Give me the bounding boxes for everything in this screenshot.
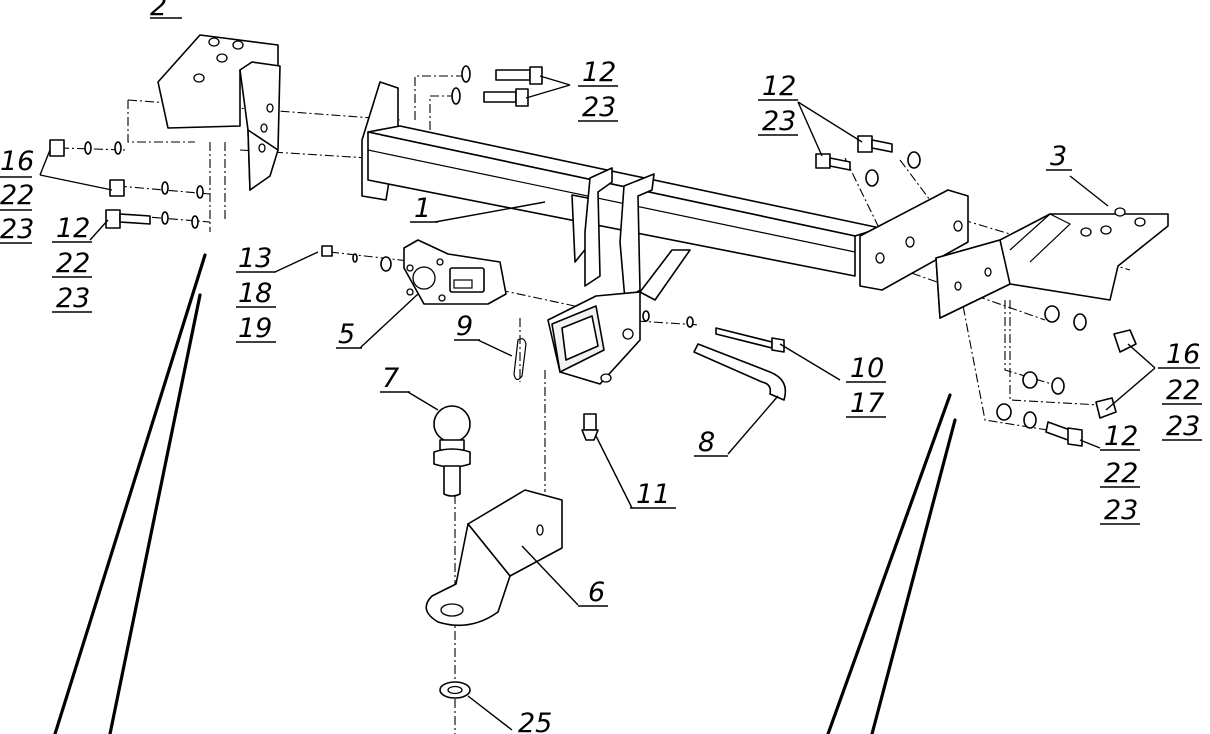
label-25: 25 <box>518 708 552 734</box>
label-23-left: 23 <box>0 214 34 245</box>
label-16-right: 16 <box>1166 339 1200 370</box>
label-17: 17 <box>850 388 884 419</box>
left-mounting-bracket <box>157 34 281 191</box>
bolt-11 <box>581 413 599 441</box>
retaining-clip <box>513 338 527 381</box>
label-16-left: 16 <box>0 146 34 177</box>
label-12-left-bolt: 12 <box>56 213 90 244</box>
label-3: 3 <box>1050 141 1067 172</box>
label-22-left-bolt: 22 <box>56 248 90 279</box>
washer-25 <box>439 681 471 699</box>
label-9: 9 <box>456 311 473 342</box>
label-22-left: 22 <box>0 180 34 211</box>
label-2: 2 <box>150 0 167 22</box>
label-23-right-bolt: 23 <box>1104 495 1138 526</box>
label-10: 10 <box>850 353 884 384</box>
label-8: 8 <box>698 427 715 458</box>
leader-lines <box>39 17 1156 731</box>
label-19: 19 <box>238 313 272 344</box>
label-1: 1 <box>414 193 431 224</box>
label-23-left-bolt: 23 <box>56 283 90 314</box>
label-11: 11 <box>636 479 670 510</box>
label-underlines <box>0 85 1202 607</box>
label-6: 6 <box>588 577 605 608</box>
label-7: 7 <box>382 363 399 394</box>
right-mounting-bracket <box>935 207 1169 319</box>
label-23-top: 23 <box>582 92 616 123</box>
hitch-pin <box>693 343 787 401</box>
bolt-10 <box>715 327 785 353</box>
label-5: 5 <box>338 319 355 350</box>
main-crossbar <box>361 81 969 385</box>
label-13: 13 <box>238 243 272 274</box>
ball-mount-drawbar <box>425 489 563 627</box>
tow-ball <box>433 405 471 497</box>
label-12-right-bolt: 12 <box>1104 421 1138 452</box>
label-23-right: 23 <box>1166 411 1200 442</box>
vehicle-frame-lines <box>53 253 957 734</box>
label-18: 18 <box>238 278 272 309</box>
label-23-top-right: 23 <box>762 106 796 137</box>
label-22-right: 22 <box>1166 375 1200 406</box>
label-12-top: 12 <box>582 57 616 88</box>
socket-mounting-plate <box>403 239 507 305</box>
fasteners <box>49 65 1137 447</box>
label-22-right-bolt: 22 <box>1104 458 1138 489</box>
label-12-top-right: 12 <box>762 71 796 102</box>
